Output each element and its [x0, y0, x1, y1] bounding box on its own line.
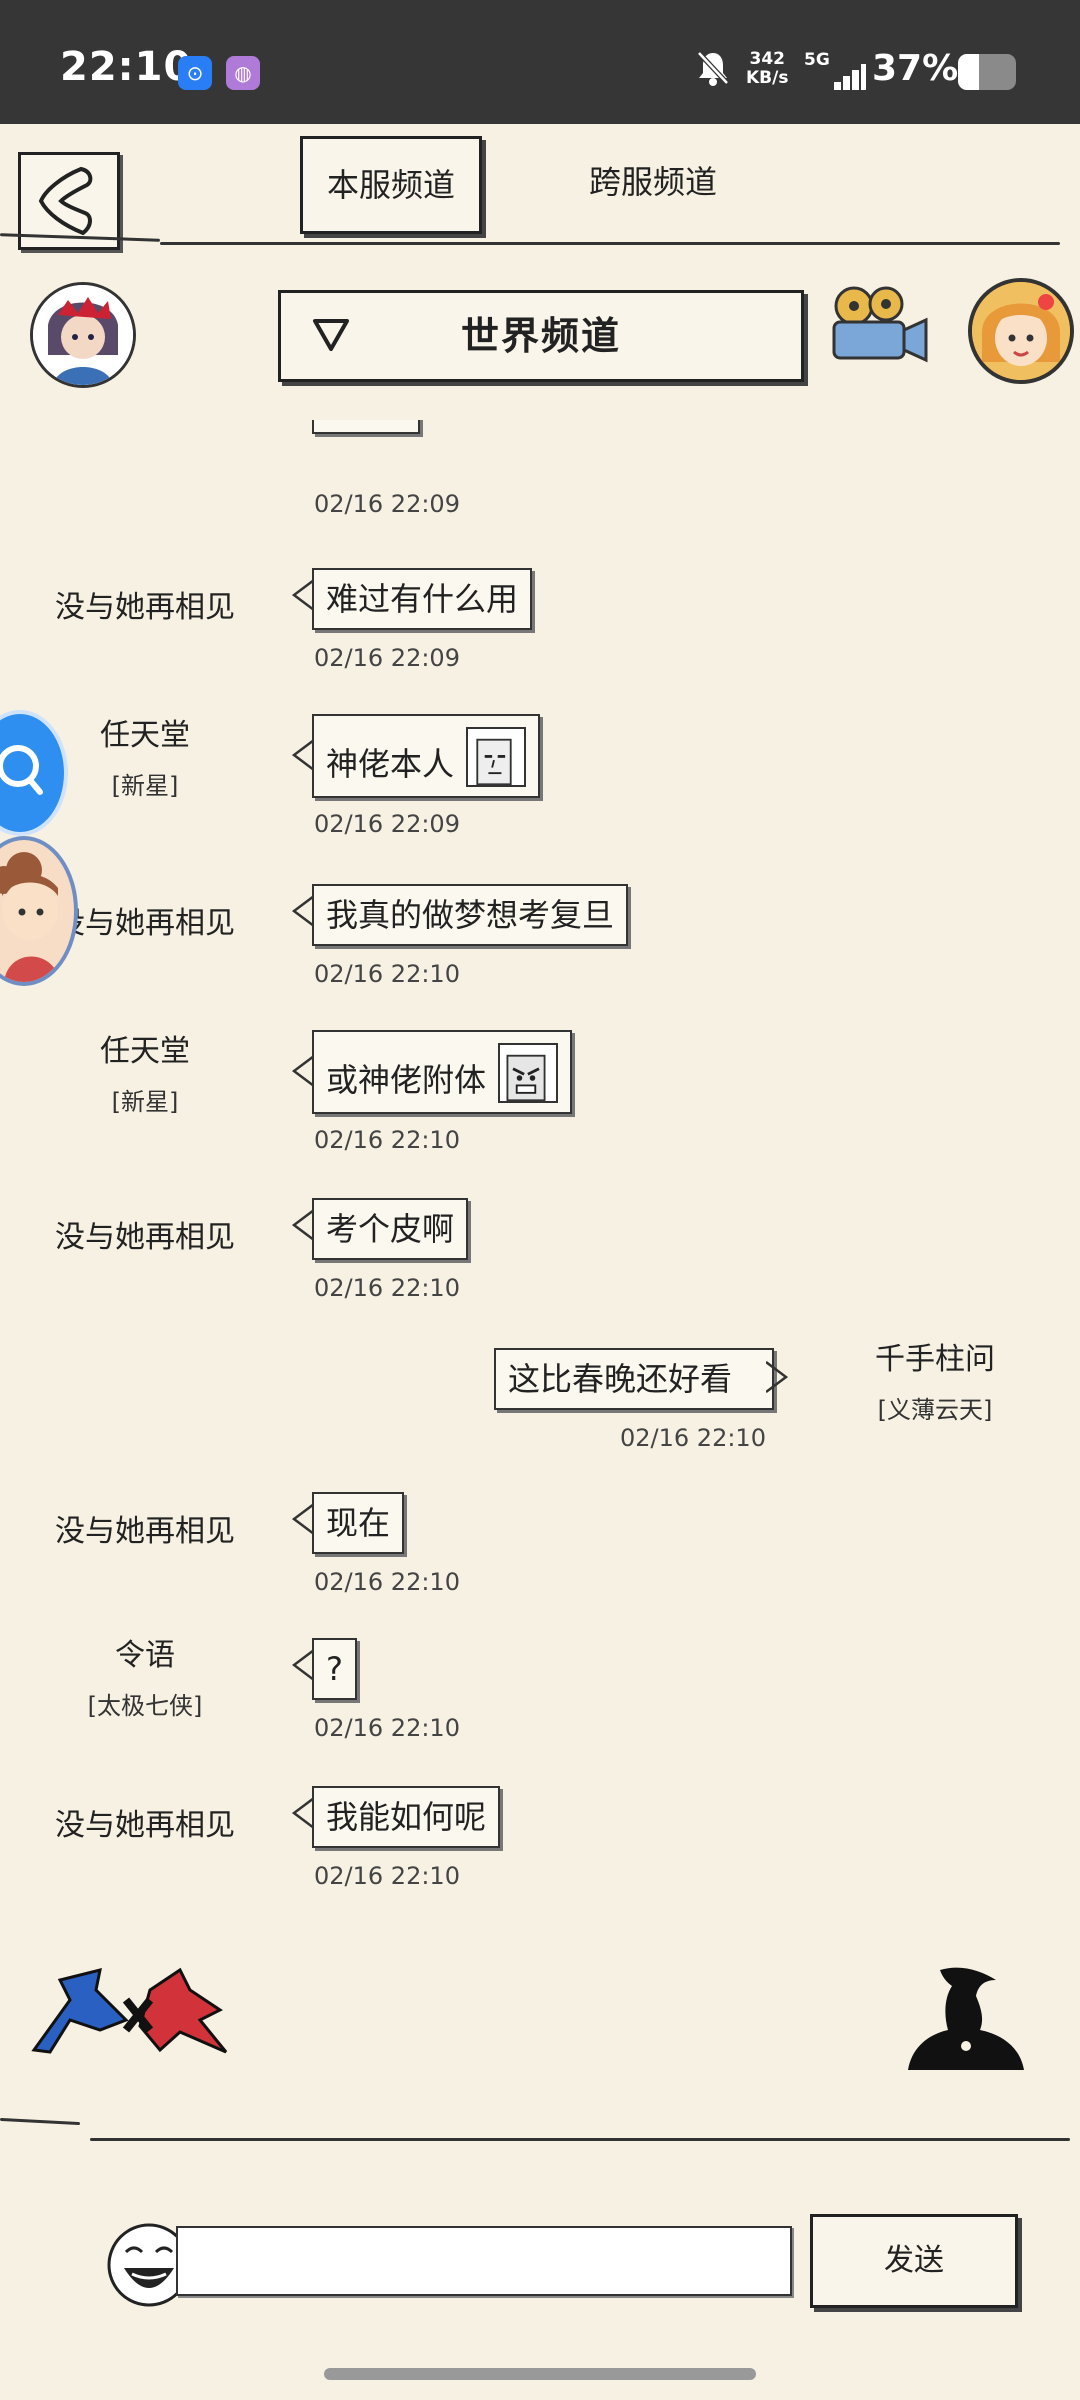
chat-screen: 本服频道 跨服频道 世界频道 — [0, 124, 1080, 2400]
message-bubble[interactable]: ? — [312, 1638, 357, 1700]
bubble-tail — [766, 1361, 788, 1393]
bubble-tail — [292, 895, 314, 927]
sender-label: 任天堂 — [100, 1034, 190, 1069]
network-type: 5G — [804, 50, 830, 70]
wizard-silhouette-icon — [900, 1960, 1030, 2078]
message-bubble[interactable]: 现在 — [312, 1492, 405, 1554]
emoji-button[interactable] — [104, 2220, 194, 2310]
sender-name[interactable]: 没与她再相见 — [55, 1220, 235, 1255]
bubble-tail — [292, 1797, 314, 1829]
message-bubble[interactable]: 这比春晚还好看 — [494, 1348, 774, 1410]
battery-icon — [958, 54, 1016, 90]
message-input[interactable] — [176, 2226, 792, 2296]
game-logo-icon — [30, 1960, 230, 2060]
message-timestamp: 02/16 22:09 — [314, 644, 460, 672]
status-bar: 22:10 ⊙ ◍ 342 KB/s 5G 37% — [0, 0, 1080, 124]
sender-name[interactable]: 没与她再相见 — [55, 590, 235, 625]
sender-label: 令语 — [115, 1638, 175, 1673]
message-timestamp: 02/16 22:10 — [620, 1424, 766, 1452]
message-text: 或神佬附体 — [326, 1061, 487, 1099]
sender-title-tag: [新星] — [111, 772, 179, 800]
bubble-tail — [292, 739, 314, 771]
message-timestamp: 02/16 22:09 — [314, 810, 460, 838]
message-timestamp: 02/16 22:10 — [314, 1126, 460, 1154]
message-bubble[interactable]: 我能如何呢 — [312, 1786, 501, 1848]
sender-label: 千手柱问 — [875, 1342, 995, 1377]
message-bubble — [312, 420, 420, 434]
speed-value: 342 — [749, 49, 785, 69]
signal-icon — [820, 58, 866, 90]
sender-name[interactable]: 千手柱问 [义薄云天] — [820, 1334, 1050, 1425]
message-bubble[interactable]: 我真的做梦想考复旦 — [312, 884, 629, 946]
battery-percent: 37% — [872, 48, 959, 89]
smiley-icon — [107, 2223, 191, 2307]
home-indicator[interactable] — [324, 2368, 756, 2380]
message-bubble[interactable]: 难过有什么用 — [312, 568, 533, 630]
message-bubble[interactable]: 考个皮啊 — [312, 1198, 469, 1260]
message-text: 神佬本人 — [326, 745, 455, 783]
sender-label: 任天堂 — [100, 718, 190, 753]
header-divider — [160, 242, 1060, 245]
hotspot-icon: ⊙ — [178, 56, 212, 90]
app-notification-icon: ◍ — [226, 56, 260, 90]
message-timestamp: 02/16 22:10 — [314, 1862, 460, 1890]
back-arrow-icon — [38, 166, 93, 236]
angry-face-emoji-icon — [498, 1043, 559, 1103]
sender-title-tag: [新星] — [111, 1088, 179, 1116]
bubble-tail — [292, 1649, 314, 1681]
sender-name[interactable]: 没与她再相见 — [55, 1514, 235, 1549]
sender-name[interactable]: 任天堂 [新星] — [30, 710, 260, 801]
sender-name[interactable]: 令语 [太极七侠] — [30, 1630, 260, 1721]
bubble-tail — [292, 1503, 314, 1535]
avatar-portrait — [972, 282, 1070, 380]
dropdown-triangle-icon — [313, 319, 349, 351]
player-avatar[interactable] — [30, 282, 136, 388]
composer-divider — [90, 2138, 1070, 2141]
message-bubble[interactable]: 或神佬附体 — [312, 1030, 573, 1114]
message-timestamp: 02/16 22:10 — [314, 1714, 460, 1742]
assistant-avatar-icon — [0, 852, 60, 982]
message-timestamp: 02/16 22:10 — [314, 960, 460, 988]
status-time: 22:10 — [60, 44, 193, 90]
network-speed: 342 KB/s — [746, 50, 788, 88]
mute-bell-icon — [696, 50, 730, 95]
avatar-portrait — [33, 285, 133, 385]
message-timestamp: 02/16 22:10 — [314, 1568, 460, 1596]
bubble-tail — [292, 579, 314, 611]
sender-name[interactable]: 没与她再相见 — [55, 1808, 235, 1843]
message-bubble[interactable]: 神佬本人 — [312, 714, 541, 798]
message-composer: 发送 — [0, 2148, 1080, 2400]
send-button[interactable]: 发送 — [810, 2214, 1018, 2308]
search-icon — [0, 745, 43, 795]
self-avatar[interactable] — [968, 278, 1074, 384]
message-list[interactable]: 02/16 22:09 没与她再相见 难过有什么用 02/16 22:09 任天… — [0, 420, 1080, 2070]
bubble-tail — [292, 1055, 314, 1087]
video-camera-icon[interactable] — [826, 284, 930, 370]
message-timestamp: 02/16 22:10 — [314, 1274, 460, 1302]
sender-name[interactable]: 没与她再相见 — [55, 906, 235, 941]
sender-title-tag: [义薄云天] — [877, 1396, 993, 1424]
channel-selector[interactable]: 世界频道 — [278, 290, 804, 382]
floating-assistant-avatar[interactable] — [0, 836, 78, 986]
face-emoji-icon — [466, 727, 527, 787]
sender-title-tag: [太极七侠] — [87, 1692, 203, 1720]
bubble-tail — [292, 1209, 314, 1241]
message-timestamp: 02/16 22:09 — [314, 490, 460, 518]
tab-local-server[interactable]: 本服频道 — [300, 136, 482, 234]
speed-unit: KB/s — [746, 68, 789, 88]
tab-cross-server[interactable]: 跨服频道 — [588, 163, 717, 201]
sender-name[interactable]: 任天堂 [新星] — [30, 1026, 260, 1117]
channel-label: 世界频道 — [460, 314, 621, 358]
composer-divider — [0, 2117, 81, 2126]
floating-search-button[interactable] — [0, 710, 68, 836]
